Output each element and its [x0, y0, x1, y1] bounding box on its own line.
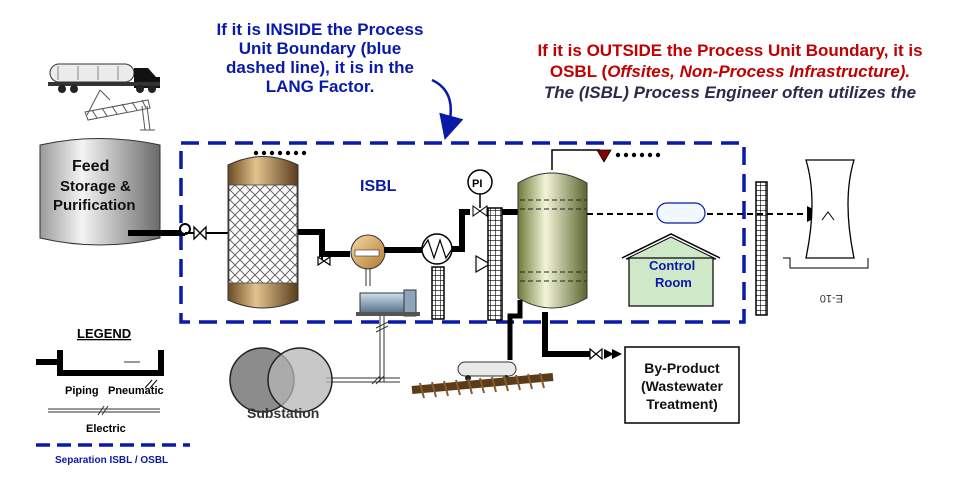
- pressure-indicator-label: PI: [472, 178, 482, 190]
- control-room-building: [621, 233, 721, 307]
- feed-valve-icon: [193, 225, 207, 241]
- outside-note-line2-italic: Offsites, Non-Process Infrastructure).: [607, 62, 911, 81]
- byproduct-label-line2: (Wastewater: [641, 378, 724, 394]
- pipe-rack-left: [431, 266, 445, 320]
- cooling-tower-icon: [783, 159, 869, 269]
- tanker-truck-icon: [48, 63, 160, 93]
- control-valve-icon: [475, 254, 492, 274]
- heat-exchanger-icon: [421, 209, 470, 265]
- legend-electric-symbol: [48, 405, 160, 416]
- legend-electric: Electric: [86, 423, 126, 435]
- pressure-indicator-icon: [467, 169, 493, 217]
- note-arrow-icon: [431, 78, 464, 141]
- pipe-rack-right: [755, 181, 768, 316]
- outside-note-line2-prefix: OSBL (: [549, 62, 608, 81]
- control-room-label-line1: Control: [649, 258, 695, 273]
- electric-lines: [326, 316, 400, 385]
- outside-boundary-note: If it is OUTSIDE the Process Unit Bounda…: [495, 40, 965, 103]
- loading-arm-icon: [84, 89, 155, 131]
- byproduct-label-line1: By-Product: [644, 360, 720, 376]
- byproduct-valve-icon: [589, 347, 622, 361]
- inside-note-line1: If it is INSIDE the Process: [216, 20, 424, 39]
- cooling-tower-tag: E-10: [820, 292, 843, 304]
- line-capsule-icon: [656, 202, 706, 224]
- outside-note-line3: The (ISBL) Process Engineer often utiliz…: [543, 83, 917, 102]
- vessel-bottom-lines: [507, 300, 590, 360]
- inside-note-line2: Unit Boundary (blue: [238, 39, 402, 58]
- inside-boundary-note: If it is INSIDE the Process Unit Boundar…: [186, 20, 454, 96]
- feed-label-line3: Purification: [53, 197, 136, 214]
- pipe-rack-center: [487, 207, 503, 321]
- inside-note-line3: dashed line), it is in the: [226, 58, 414, 77]
- motor-icon: [356, 289, 420, 317]
- byproduct-box: [624, 346, 740, 424]
- legend-pneumatic: Pneumatic: [108, 385, 164, 397]
- control-room-label-line2: Room: [655, 275, 692, 290]
- feed-pipe: [128, 223, 230, 236]
- legend-title: LEGEND: [77, 326, 131, 341]
- feed-storage-tank: [39, 138, 161, 246]
- byproduct-label-line3: Treatment): [646, 396, 718, 412]
- pump-valve-icon: [317, 255, 331, 267]
- legend-piping: Piping: [65, 385, 99, 397]
- column-outlet-pipe: [298, 229, 350, 262]
- feed-label-line2: Storage &: [60, 178, 131, 195]
- isbl-label: ISBL: [360, 178, 397, 195]
- rail-track-icon: [411, 372, 554, 399]
- vessel-overhead-line: [551, 149, 661, 170]
- packed-column: [227, 150, 307, 309]
- process-vessel: [517, 172, 588, 309]
- outside-note-line2: OSBL (Offsites, Non-Process Infrastructu…: [495, 61, 965, 82]
- legend-separation: Separation ISBL / OSBL: [55, 455, 168, 466]
- pump-icon: [350, 234, 424, 286]
- substation-label: Substation: [247, 405, 319, 421]
- inside-note-line4: LANG Factor.: [265, 77, 375, 96]
- substation-icon: [229, 347, 333, 413]
- outside-note-line1: If it is OUTSIDE the Process Unit Bounda…: [537, 41, 923, 60]
- legend: LEGEND Piping Pneumatic Electric Separat…: [36, 326, 190, 466]
- legend-pneumatic-symbol: [144, 379, 158, 389]
- feed-label-line1: Feed: [72, 158, 109, 175]
